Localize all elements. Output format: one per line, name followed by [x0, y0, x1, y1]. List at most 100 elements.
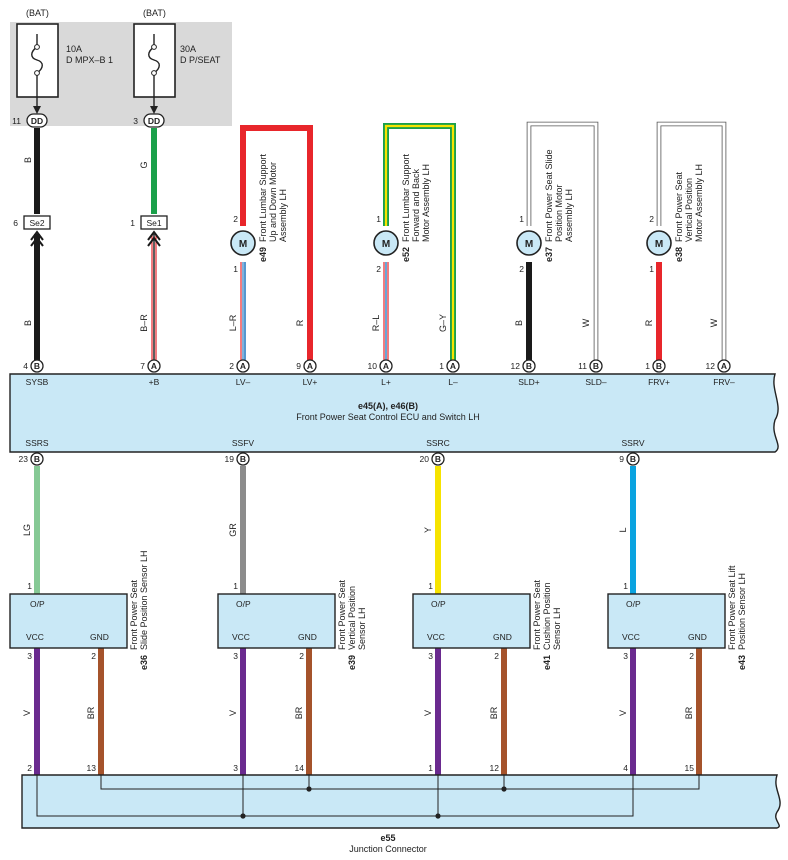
ecu-top-terminal: A 12 FRV–: [706, 359, 735, 387]
ecu-bottom-terminal: SSRV B 9: [619, 438, 645, 466]
wire-e49-r: [240, 125, 313, 360]
terminal-conn-letter: A: [240, 361, 246, 371]
motor-e49: M 2 1: [230, 214, 256, 274]
junction-connector-body: [21, 774, 781, 829]
sensor-e39-name-line1: Front Power Seat: [337, 579, 347, 650]
terminal-conn-letter: B: [34, 454, 40, 464]
sensor-vcc-label: VCC: [26, 632, 44, 642]
wire-label-lv-minus: L–R: [228, 314, 238, 331]
terminal-conn-letter: B: [435, 454, 441, 464]
motor-e49-code: e49: [258, 247, 268, 262]
terminal-label: SSRV: [622, 438, 645, 448]
wire-label-e41-vcc: V: [423, 710, 433, 716]
fuse-2-name: D P/SEAT: [180, 55, 221, 65]
motor-e37-symbol: M: [525, 239, 533, 250]
wire-label-plusb: B–R: [139, 314, 149, 332]
ecu-top-terminal: A 2 LV–: [229, 359, 251, 387]
terminal-pin-number: 9: [619, 454, 624, 464]
terminal-conn-letter: B: [593, 361, 599, 371]
ecu-top-terminal: A 9 LV+: [296, 359, 318, 387]
junction-code: e55: [380, 833, 395, 843]
terminal-conn-letter: B: [656, 361, 662, 371]
motor-e38-name-line1: Front Power Seat: [674, 171, 684, 242]
sensor-e43-name-line2: Position Sensor LH: [737, 573, 747, 650]
junction-pin: 15: [685, 763, 695, 773]
chevron-up-icon: [147, 230, 161, 247]
terminal-label: SLD–: [585, 377, 607, 387]
sensor-vcc-label: VCC: [427, 632, 445, 642]
wire-label-e39-vcc: V: [228, 710, 238, 716]
inline-connector-se2-pin: 6: [13, 218, 18, 228]
terminal-connector-icon: [236, 452, 250, 466]
wire-label-bat1: B: [23, 157, 33, 163]
sensor-pin: 1: [428, 581, 433, 591]
sensor-e41-code: e41: [542, 655, 552, 670]
motor-e38-symbol: M: [655, 239, 663, 250]
terminal-connector-icon: [652, 359, 666, 373]
dd-connector-2-label: DD: [148, 116, 160, 126]
terminal-label: FRV–: [713, 377, 735, 387]
junction-pin: 3: [233, 763, 238, 773]
motor-e52-name-line2: Forward and Back: [411, 168, 421, 242]
ecu-top-terminal: A 7 +B: [140, 359, 161, 387]
junction-pin: 2: [27, 763, 32, 773]
wire-label-l-plus: R–L: [371, 315, 381, 332]
terminal-pin-number: 1: [439, 361, 444, 371]
terminal-connector-icon: [236, 359, 250, 373]
motor-e37-name-line2: Position Motor: [554, 184, 564, 242]
wire-label-sld-minus: W: [581, 318, 591, 327]
terminal-conn-letter: A: [307, 361, 313, 371]
dd-connector-1-label: DD: [31, 116, 43, 126]
sensor-vcc-label: VCC: [232, 632, 250, 642]
sensor-e41-name-line3: Sensor LH: [552, 607, 562, 650]
wire-e37-w: [527, 122, 598, 360]
fuse-1-terminal-icon: [34, 70, 40, 76]
junction-name: Junction Connector: [349, 844, 427, 854]
terminal-label: SSRC: [426, 438, 450, 448]
ecu-bottom-terminal: SSRS B 23: [19, 438, 49, 466]
junction-pin: 13: [87, 763, 97, 773]
terminal-label: LV+: [303, 377, 318, 387]
fuse-1-rating: 10A: [66, 44, 82, 54]
sensor-e43-label: e43 Front Power Seat Lift Position Senso…: [727, 565, 747, 670]
arrow-down-icon: [33, 106, 41, 114]
motor-e49-label: e49 Front Lumbar Support Up and Down Mot…: [258, 153, 288, 262]
sensor-e43-box: [607, 593, 726, 649]
terminal-pin-number: 2: [229, 361, 234, 371]
sensor-e41: 1 O/P VCC GND 3 2: [412, 581, 531, 661]
wire-label-e41-gnd: BR: [489, 706, 499, 719]
motor-e49-name-line1: Front Lumbar Support: [258, 153, 268, 242]
sensor-e41-box: [412, 593, 531, 649]
sensor-pin: 2: [689, 651, 694, 661]
terminal-conn-letter: A: [721, 361, 727, 371]
motor-e37-name-line1: Front Power Seat Slide: [544, 149, 554, 242]
sensor-e39-name-line2: Vertical Position: [347, 586, 357, 650]
terminal-conn-letter: B: [630, 454, 636, 464]
motor-e37-pin-bottom: 2: [519, 264, 524, 274]
junction-pin: 14: [295, 763, 305, 773]
wire-label-bat2: G: [139, 161, 149, 168]
wire-label-ssrc: Y: [423, 527, 433, 533]
terminal-connector-icon: [717, 359, 731, 373]
motor-e37: M 1 2: [516, 214, 542, 274]
motor-e52: M 1 2: [373, 214, 399, 274]
terminal-connector-icon: [431, 452, 445, 466]
motor-e52-icon: [373, 230, 399, 256]
splice-dot: [240, 813, 246, 819]
terminal-conn-letter: A: [383, 361, 389, 371]
motor-e49-pin-top: 2: [233, 214, 238, 224]
sensor-op-label: O/P: [626, 599, 641, 609]
inline-connector-se1: [140, 215, 168, 230]
motor-e37-pin-top: 1: [519, 214, 524, 224]
sensor-pin: 1: [27, 581, 32, 591]
motor-e49-name-line2: Up and Down Motor: [268, 162, 278, 242]
chevron-up-icon: [30, 230, 44, 247]
sensor-pin: 2: [494, 651, 499, 661]
junction-bus-vcc: [36, 775, 634, 817]
terminal-conn-letter: B: [526, 361, 532, 371]
terminal-pin-number: 11: [578, 361, 587, 371]
junction-pin: 12: [490, 763, 500, 773]
terminal-pin-number: 12: [511, 361, 521, 371]
wire-label-lv-plus: R: [295, 319, 305, 326]
